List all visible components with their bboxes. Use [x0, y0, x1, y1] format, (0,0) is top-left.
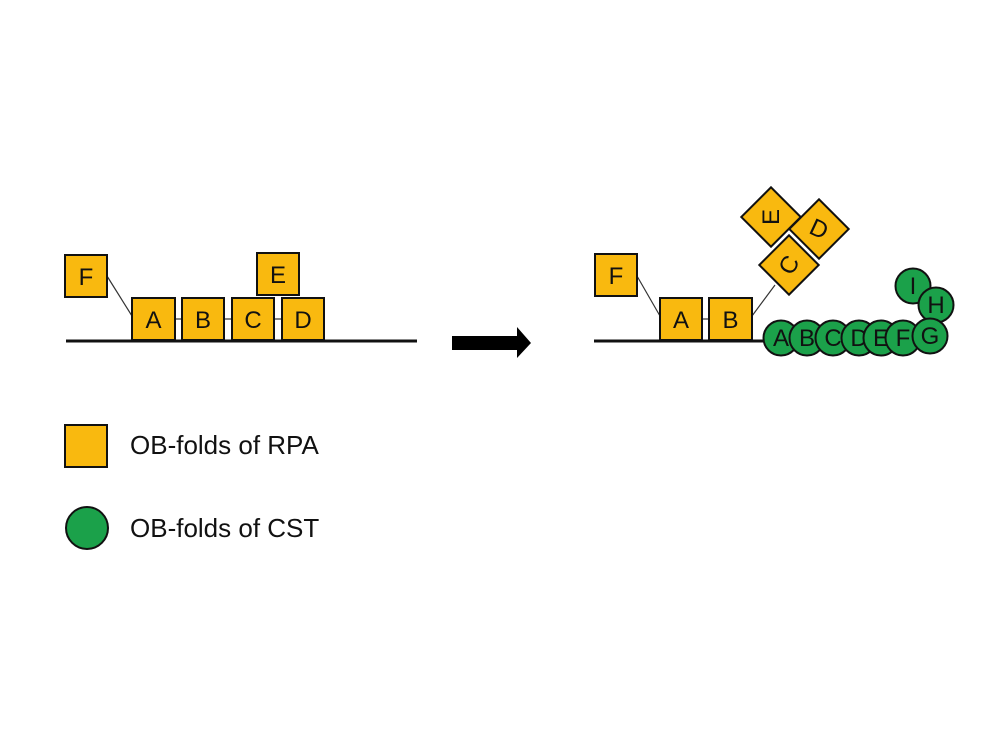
rpa-ob-fold-e: E	[739, 185, 803, 249]
linker	[636, 275, 661, 317]
svg-text:A: A	[673, 307, 689, 334]
svg-text:D: D	[294, 307, 311, 334]
legend-cst-label: OB-folds of CST	[130, 513, 319, 543]
rpa-ob-fold-e: E	[256, 252, 300, 296]
legend-cst-swatch	[65, 506, 109, 550]
cst-ob-fold-g: G	[911, 317, 949, 355]
svg-text:I: I	[910, 273, 917, 300]
cst-ob-fold-a: A	[762, 319, 800, 357]
svg-text:E: E	[873, 325, 889, 352]
rpa-ob-fold-a: A	[659, 297, 703, 341]
rpa-ob-fold-f: F	[64, 254, 108, 298]
cst-ob-fold-h: H	[917, 286, 955, 324]
svg-text:C: C	[824, 325, 841, 352]
legend: OB-folds of RPA OB-folds of CST	[64, 424, 319, 550]
legend-rpa-swatch	[64, 424, 108, 468]
cst-ob-fold-c: C	[814, 319, 852, 357]
linker	[106, 275, 133, 317]
svg-text:G: G	[921, 323, 940, 350]
rpa-ob-fold-c: C	[757, 233, 821, 297]
svg-text:E: E	[270, 262, 286, 289]
svg-text:C: C	[244, 307, 261, 334]
rpa-ob-fold-b: B	[181, 297, 225, 341]
svg-text:A: A	[145, 307, 161, 334]
rpa-ob-fold-c: C	[231, 297, 275, 341]
legend-rpa-label: OB-folds of RPA	[130, 430, 319, 460]
svg-text:F: F	[896, 325, 911, 352]
svg-text:F: F	[79, 264, 94, 291]
svg-text:F: F	[609, 263, 624, 290]
rpa-ob-fold-d: D	[787, 197, 851, 261]
rpa-ob-fold-b: B	[708, 297, 753, 341]
rpa-ob-fold-d: D	[281, 297, 325, 341]
svg-text:H: H	[927, 292, 944, 319]
svg-text:D: D	[850, 325, 867, 352]
rpa-ob-fold-f: F	[594, 253, 638, 297]
svg-text:B: B	[722, 307, 738, 334]
cst-ob-fold-b: B	[788, 319, 826, 357]
rpa-ob-fold-a: A	[131, 297, 176, 341]
svg-text:B: B	[799, 325, 815, 352]
before-complex: F A B C D E	[64, 252, 417, 343]
svg-text:B: B	[195, 307, 211, 334]
arrow-right-icon	[452, 327, 531, 358]
svg-text:E: E	[758, 209, 785, 225]
linker	[751, 284, 776, 317]
svg-text:A: A	[773, 325, 789, 352]
